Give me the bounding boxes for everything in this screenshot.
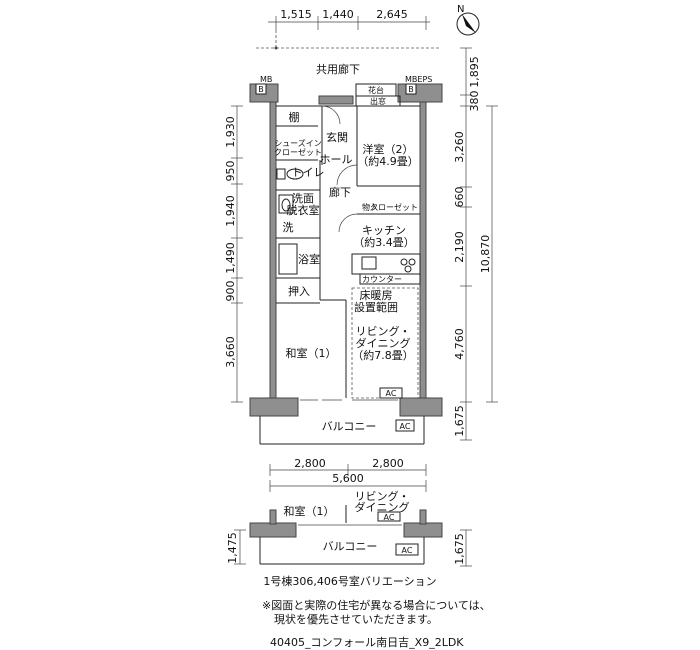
var-label-living-1: リビング・ bbox=[355, 489, 410, 503]
label-floor-heat-2: 設置範囲 bbox=[354, 300, 398, 314]
label-bath: 浴室 bbox=[298, 252, 320, 266]
label-shoe-closet-1: シューズイン bbox=[274, 138, 322, 148]
label-wash: 洗 bbox=[283, 221, 294, 234]
label-japanese: 和室（1） bbox=[286, 346, 337, 360]
var-dim-left: 1,475 bbox=[226, 532, 239, 564]
dim-right-5: 1,675 bbox=[453, 405, 466, 437]
label-kitchen-1: キッチン bbox=[362, 224, 406, 237]
label-living-1: リビング・ bbox=[356, 324, 411, 338]
label-flower: 花台 bbox=[368, 85, 384, 95]
dim-left-3: 1,940 bbox=[224, 195, 237, 227]
dim-right-4: 4,760 bbox=[453, 328, 466, 360]
dim-left-1: 1,930 bbox=[224, 116, 237, 148]
label-ac2: AC bbox=[400, 422, 411, 431]
dim-right-total: 10,870 bbox=[479, 235, 492, 274]
bottom-dimension-chain: 2,800 2,800 5,600 bbox=[269, 457, 427, 492]
dim-bottom-half-2: 2,800 bbox=[372, 457, 404, 470]
label-western-2: （約4.9畳） bbox=[357, 154, 419, 168]
var-label-ac2: AC bbox=[402, 546, 413, 555]
dim-left-6: 3,660 bbox=[224, 336, 237, 368]
left-dimension-chain: 1,930 950 1,940 1,490 900 3,660 bbox=[224, 105, 243, 403]
dim-right-top-1: 1,895 bbox=[468, 56, 481, 88]
label-hallway: 廊下 bbox=[329, 185, 351, 199]
label-entrance: 玄関 bbox=[326, 130, 348, 144]
label-kitchen-2: （約3.4畳） bbox=[353, 235, 415, 249]
var-label-japanese: 和室（1） bbox=[284, 504, 335, 518]
label-toilet: トイレ bbox=[292, 166, 325, 179]
dim-top-2: 1,440 bbox=[322, 8, 354, 21]
right-dimension-chain: 1,895 380 3,260 660 2,190 4,760 1,675 10… bbox=[453, 47, 498, 441]
top-dimension-chain: 1,515 1,440 2,645 bbox=[268, 8, 430, 50]
main-walls bbox=[249, 83, 443, 445]
dim-top-1: 1,515 bbox=[280, 8, 312, 21]
dim-bottom-half-1: 2,800 bbox=[294, 457, 326, 470]
dim-left-4: 1,490 bbox=[224, 242, 237, 274]
label-living-2: ダイニング bbox=[356, 336, 411, 350]
label-counter: カウンター bbox=[362, 275, 402, 284]
dim-right-1: 3,260 bbox=[453, 131, 466, 163]
label-floor-heat-1: 床暖房 bbox=[360, 288, 393, 302]
var-label-balcony: バルコニー bbox=[323, 540, 378, 553]
dim-bottom-total: 5,600 bbox=[332, 472, 364, 485]
label-shoe-closet-2: クローゼット bbox=[274, 147, 322, 157]
dim-right-3: 2,190 bbox=[453, 231, 466, 263]
label-storage: 物入 bbox=[362, 202, 378, 212]
var-label-living-2: ダイニング bbox=[355, 500, 410, 514]
label-b-left: B bbox=[258, 85, 264, 94]
dim-right-2: 660 bbox=[453, 187, 466, 208]
variation-caption: 1号棟306,406号室バリエーション bbox=[263, 574, 436, 588]
label-washroom-1: 洗面 bbox=[292, 192, 314, 205]
var-label-ac1: AC bbox=[384, 513, 395, 522]
label-bay: 出窓 bbox=[370, 96, 386, 106]
compass-label: N bbox=[457, 4, 464, 15]
label-oshiire: 押入 bbox=[288, 284, 310, 298]
note-line-2: 現状を優先させていただきます。 bbox=[274, 612, 438, 626]
label-western-1: 洋室（2） bbox=[363, 142, 414, 156]
label-shelf: 棚 bbox=[289, 110, 300, 124]
dim-right-top-2: 380 bbox=[468, 91, 481, 112]
dim-left-5: 900 bbox=[224, 281, 237, 302]
var-dim-right: 1,675 bbox=[453, 533, 466, 565]
compass-icon: N bbox=[456, 4, 480, 36]
room-labels: MB MBEPS B B 花台 出窓 棚 玄関 シューズイン クローゼット ホー… bbox=[258, 75, 432, 433]
label-mb-right: MBEPS bbox=[405, 75, 432, 84]
label-corridor: 共用廊下 bbox=[316, 62, 360, 76]
plan-title: 40405_コンフォール南日吉_X9_2LDK bbox=[270, 636, 464, 649]
label-living-3: （約7.8畳） bbox=[352, 348, 414, 362]
label-hall: ホール bbox=[320, 153, 353, 166]
dim-left-2: 950 bbox=[224, 161, 237, 182]
dim-top-3: 2,645 bbox=[376, 8, 408, 21]
label-washroom-2: 脱衣室 bbox=[287, 203, 320, 217]
note-line-1: ※図面と実際の住宅が異なる場合については、 bbox=[262, 598, 491, 612]
label-closet: クローゼット bbox=[370, 202, 418, 212]
label-mb-left: MB bbox=[260, 75, 272, 84]
label-balcony: バルコニー bbox=[322, 420, 377, 433]
label-b-right: B bbox=[408, 85, 414, 94]
variation-plan: 和室（1） リビング・ ダイニング AC バルコニー AC 1,475 1,67… bbox=[226, 489, 472, 567]
label-ac1: AC bbox=[386, 389, 397, 398]
